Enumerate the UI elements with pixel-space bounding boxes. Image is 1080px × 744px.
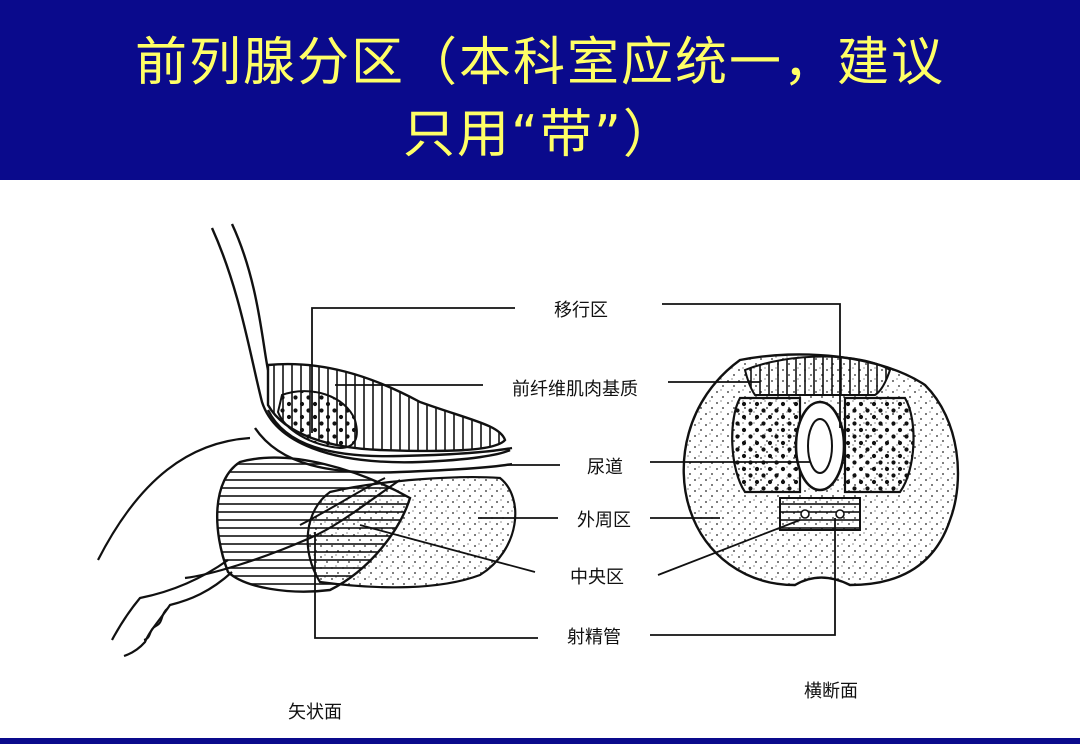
sagittal-transition-zone	[276, 390, 358, 450]
sagittal-view	[97, 223, 517, 658]
transverse-transition-zone-left	[731, 396, 802, 494]
bladder-wall-outer	[210, 227, 511, 464]
leader-transition-zone-left	[311, 307, 515, 433]
transverse-urethra-inner	[807, 418, 833, 474]
label-sagittal-view: 矢状面	[288, 702, 342, 723]
slide-title-line-2: 只用“带”）	[403, 105, 677, 165]
sagittal-vas-lower	[111, 559, 229, 641]
transverse-transition-zone-right	[843, 396, 915, 494]
slide-title-line-1: 前列腺分区（本科室应统一，建议	[134, 33, 945, 93]
sagittal-vas-upper	[97, 436, 251, 561]
label-urethra: 尿道	[587, 457, 623, 478]
leader-ejaculatory-left	[314, 532, 538, 639]
transverse-view	[682, 353, 960, 587]
leader-central-right	[657, 519, 801, 576]
sagittal-ejaculatory-duct	[184, 479, 401, 580]
sagittal-urethra-upper	[266, 409, 513, 458]
leader-ejaculatory-right	[650, 518, 836, 636]
sagittal-ejaculatory-duct-2	[299, 477, 386, 526]
transverse-ejaculatory-duct-left	[800, 509, 810, 519]
bladder-wall-inner	[230, 223, 270, 371]
leader-lines	[311, 303, 841, 639]
transverse-ejaculatory-duct-right	[835, 509, 845, 519]
transverse-anterior-fibromuscular-stroma	[743, 355, 892, 396]
leader-central-left	[359, 524, 536, 573]
sagittal-seminal-vesicle	[123, 571, 233, 658]
label-transverse-view: 横断面	[804, 681, 858, 702]
title-bar: 前列腺分区（本科室应统一，建议 只用“带”）	[0, 0, 1080, 180]
label-transition-zone: 移行区	[554, 300, 608, 321]
leader-transition-zone-right	[662, 303, 841, 428]
sagittal-seminal-vesicle-coil	[143, 607, 169, 641]
label-central-zone: 中央区	[570, 567, 624, 588]
label-anterior-fibromuscular-stroma: 前纤维肌肉基质	[512, 379, 638, 400]
transverse-central-zone	[779, 497, 861, 531]
bottom-bar	[0, 738, 1080, 744]
label-ejaculatory-duct: 射精管	[567, 627, 621, 648]
label-peripheral-zone: 外周区	[577, 510, 631, 531]
prostate-zone-diagram: 移行区 前纤维肌肉基质 尿道 外周区 中央区 射精管 矢状面 横断面	[0, 180, 1080, 738]
sagittal-urethra-lower	[254, 427, 513, 474]
